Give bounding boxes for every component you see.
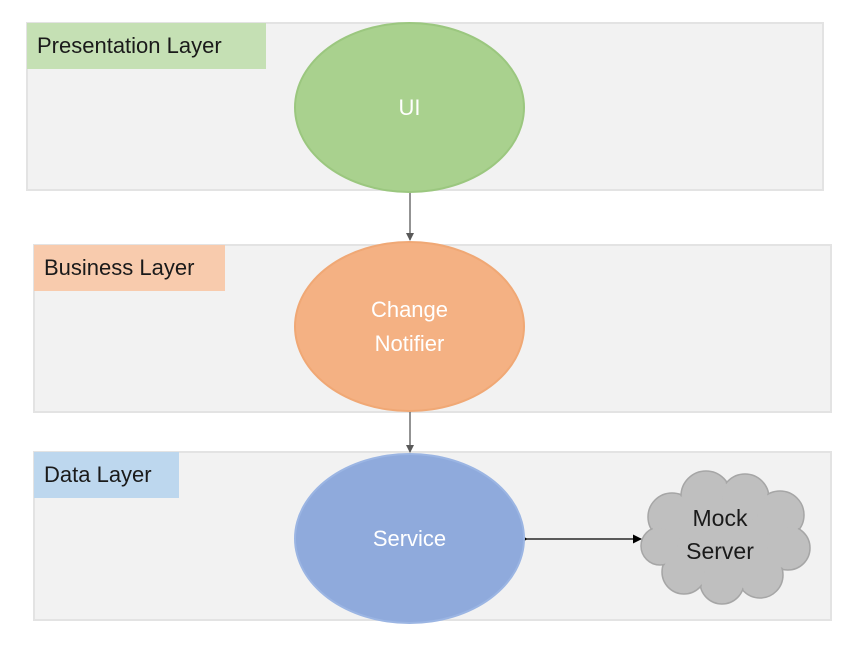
- ui-node: UI: [294, 22, 525, 193]
- ui-node-label: UI: [398, 94, 421, 120]
- change-notifier-node-label: Change Notifier: [370, 296, 449, 356]
- presentation-layer-label: Presentation Layer: [27, 23, 266, 69]
- mock-server-cloud-icon: [640, 470, 811, 605]
- business-layer-label: Business Layer: [34, 245, 225, 291]
- change-notifier-node: Change Notifier: [294, 241, 525, 412]
- mock-server-label: Mock Server: [686, 505, 754, 564]
- service-node-label: Service: [372, 525, 447, 551]
- service-node: Service: [294, 453, 525, 624]
- data-layer-label: Data Layer: [34, 452, 179, 498]
